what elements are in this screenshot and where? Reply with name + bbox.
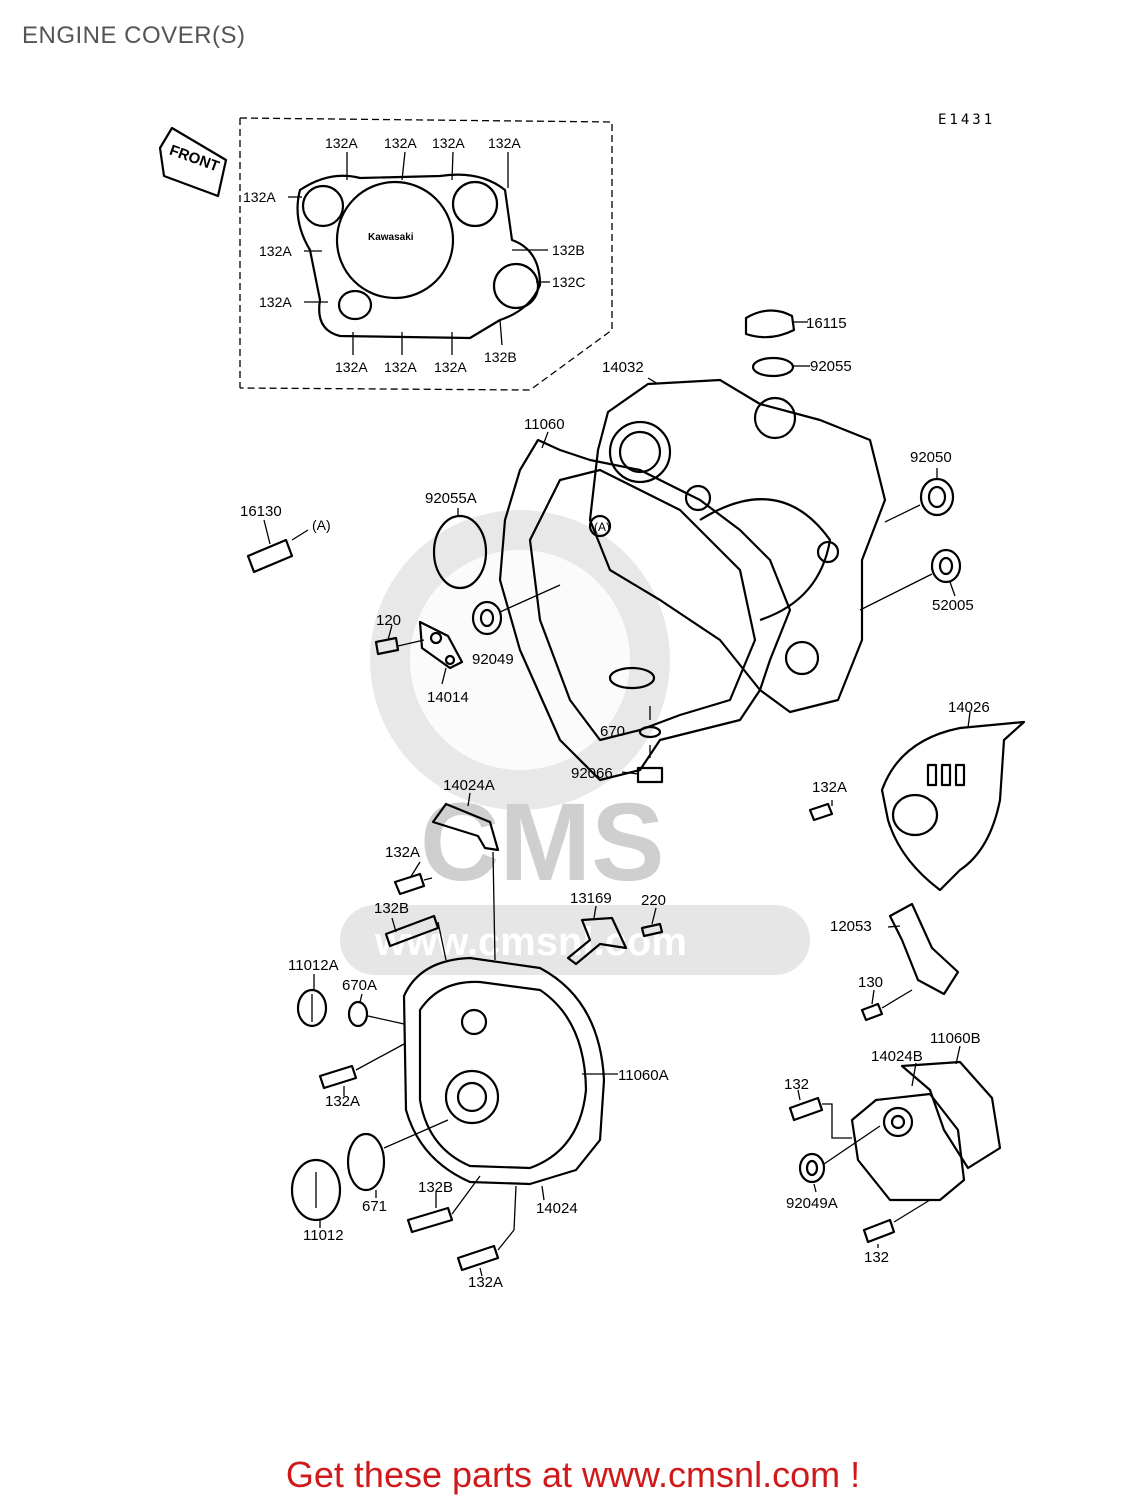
callout-132A: 132A — [488, 135, 521, 151]
callout-14024A: 14024A — [443, 777, 495, 794]
callout-13169: 13169 — [570, 890, 612, 907]
callout-132A: 132A — [434, 359, 467, 375]
seal-52005-icon — [859, 548, 962, 611]
plug-11012-icon — [290, 1119, 449, 1228]
callout-16115: 16115 — [806, 315, 847, 332]
gasket-inset: Kawasaki — [239, 117, 613, 391]
page-title: ENGINE COVER(S) — [22, 22, 246, 49]
callout-92055A: 92055A — [425, 490, 477, 507]
callout-220: 220 — [641, 892, 666, 909]
callout-11060B: 11060B — [930, 1030, 981, 1047]
callout-132A: 132A — [325, 135, 358, 151]
cover-14024b-icon — [850, 1045, 1002, 1202]
callout-132A: 132A — [335, 359, 368, 375]
guide-12053-icon — [860, 902, 960, 1022]
ref-a-mark: (A) — [594, 520, 610, 534]
callout-132: 132 — [864, 1249, 889, 1266]
callout-132B: 132B — [374, 900, 409, 917]
fitting-16130-icon — [246, 519, 309, 574]
callout-132: 132 — [784, 1076, 809, 1093]
callout-132B: 132B — [418, 1179, 453, 1196]
callout-132A: 132A — [259, 294, 292, 310]
plate-14014-icon — [374, 620, 464, 685]
callout-11012: 11012 — [303, 1227, 344, 1244]
right-crankcase-cover-icon — [588, 377, 887, 714]
bolt-132-icon — [788, 1089, 852, 1139]
callout-132A: 132A — [325, 1093, 360, 1110]
watermark-brand: CMS — [420, 781, 664, 904]
callout-92066: 92066 — [571, 765, 613, 782]
bolt-132a-icon — [393, 861, 433, 896]
callout-14014: 14014 — [427, 689, 469, 706]
seal-92049a-icon — [798, 1125, 881, 1193]
generator-cover-icon — [402, 956, 618, 1201]
drawing-code: E1431 — [938, 112, 996, 128]
o-ring-92055a-icon — [432, 508, 488, 590]
bolt-132b-icon — [384, 914, 447, 961]
callout-132A: 132A — [243, 189, 276, 205]
bolt-132b-icon — [406, 1175, 481, 1234]
callout-132A: 132A — [812, 779, 847, 796]
callout-12053: 12053 — [830, 918, 872, 935]
callout-92055: 92055 — [810, 358, 852, 375]
callout-132A: 132A — [432, 135, 465, 151]
callout-16130: 16130 — [240, 503, 282, 520]
callout-132B: 132B — [552, 242, 585, 258]
callout-11060: 11060 — [524, 416, 565, 433]
callout-132A: 132A — [384, 135, 417, 151]
oil-seal-icon — [884, 468, 955, 523]
callout-92049A: 92049A — [786, 1195, 838, 1212]
callout-132C: 132C — [552, 274, 585, 290]
callout-670A: 670A — [342, 977, 377, 994]
bolt-132-icon — [862, 1199, 931, 1248]
callout-120: 120 — [376, 612, 401, 629]
callout-132A: 132A — [259, 243, 292, 259]
callout-14024: 14024 — [536, 1200, 578, 1217]
callout-132B: 132B — [484, 349, 517, 365]
callout-a: (A) — [312, 517, 331, 533]
bolt-132a-icon — [318, 1043, 405, 1096]
cover-gasket-icon: (A) — [498, 431, 792, 782]
cta-link[interactable]: Get these parts at www.cmsnl.com ! — [285, 1454, 861, 1495]
front-label: FRONT — [167, 142, 221, 176]
cover-brand: Kawasaki — [368, 232, 414, 243]
callout-14032: 14032 — [602, 359, 644, 376]
watermark-url: www.cmsnl.com — [374, 920, 687, 964]
seal-92049-icon — [471, 584, 561, 636]
callout-132A: 132A — [384, 359, 417, 375]
callout-132A: 132A — [468, 1274, 503, 1291]
callout-52005: 52005 — [932, 597, 974, 614]
callout-92049: 92049 — [472, 651, 514, 668]
callout-14026: 14026 — [948, 699, 990, 716]
callout-670: 670 — [600, 723, 625, 740]
bracket-13169-icon — [566, 905, 664, 966]
front-arrow-icon: FRONT — [158, 126, 228, 198]
callout-14024B: 14024B — [871, 1048, 923, 1065]
callout-671: 671 — [362, 1198, 387, 1215]
plug-11012a-icon — [296, 974, 405, 1028]
callout-11012A: 11012A — [288, 957, 339, 974]
callout-132A: 132A — [385, 844, 420, 861]
bolt-132a-icon — [456, 1185, 517, 1277]
sprocket-cover-icon — [808, 711, 1026, 892]
callout-11060A: 11060A — [618, 1067, 669, 1084]
oil-filler-cap-icon — [744, 309, 810, 378]
drain-plug-icon — [621, 706, 664, 784]
guide-14024a-icon — [431, 792, 500, 961]
callout-92050: 92050 — [910, 449, 952, 466]
callout-130: 130 — [858, 974, 883, 991]
